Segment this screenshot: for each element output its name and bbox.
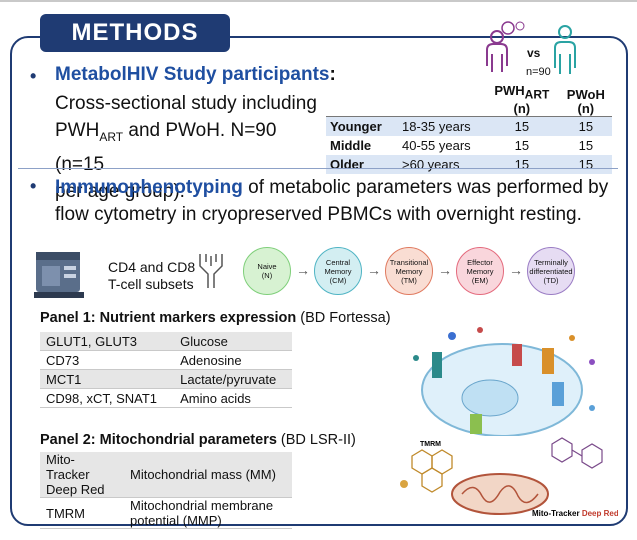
- pwh-person-icon: [486, 21, 525, 72]
- tmrm-illus-label: TMRM: [420, 441, 441, 448]
- effector-memory-bubble: Effector Memory(EM): [456, 247, 504, 295]
- terminally-differentiated-bubble: Terminally differentiated(TD): [527, 247, 575, 295]
- central-memory-bubble: Central Memory(CM): [314, 247, 362, 295]
- arrow-right-icon: →: [367, 262, 381, 278]
- methods-panel-frame: [10, 36, 628, 526]
- bullet-study: •: [30, 66, 37, 86]
- col-pwoh: PWoH(n): [559, 84, 612, 117]
- funnel-icon: [199, 254, 223, 288]
- arrow-right-icon: →: [509, 262, 523, 278]
- tcell-subsets-label: CD4 and CD8 T-cell subsets: [108, 259, 196, 292]
- immuno-description: Immunophenotyping of metabolic parameter…: [55, 177, 609, 225]
- study-description: Cross-sectional study including PWHART a…: [55, 90, 325, 205]
- col-pwh: PWHART(n): [484, 84, 560, 117]
- pwoh-person-icon: [554, 25, 576, 74]
- arrow-right-icon: →: [438, 262, 452, 278]
- cell-metabolism-illustration: [413, 327, 595, 436]
- transitional-memory-bubble: Transitional Memory(TM): [385, 247, 433, 295]
- arrow-right-icon: →: [296, 262, 310, 278]
- mitochondria-dye-illustration: TMRM Mito-Tracker Deep Red: [400, 437, 618, 518]
- vs-label: vs: [527, 46, 541, 60]
- mitotracker-illus-label: Mito-Tracker Deep Red: [532, 509, 618, 518]
- section-divider: [18, 168, 618, 169]
- flow-cytometer-icon: [34, 252, 84, 298]
- methods-title: METHODS: [40, 14, 230, 52]
- study-line-1: Cross-sectional study including: [55, 93, 317, 114]
- study-line-3: per age group).: [55, 180, 185, 202]
- study-heading: MetabolHIV Study participants:: [55, 64, 336, 85]
- panel1-title: Panel 1: Nutrient markers expression (BD…: [40, 310, 391, 326]
- study-line-2: PWHART and PWoH. N=90 (n=15: [55, 120, 277, 175]
- naive-bubble: Naive(N): [243, 247, 291, 295]
- top-divider: [0, 0, 637, 2]
- n-total: n=90: [526, 66, 551, 78]
- panel2-title: Panel 2: Mitochondrial parameters (BD LS…: [40, 432, 356, 448]
- bullet-immuno: •: [30, 176, 37, 196]
